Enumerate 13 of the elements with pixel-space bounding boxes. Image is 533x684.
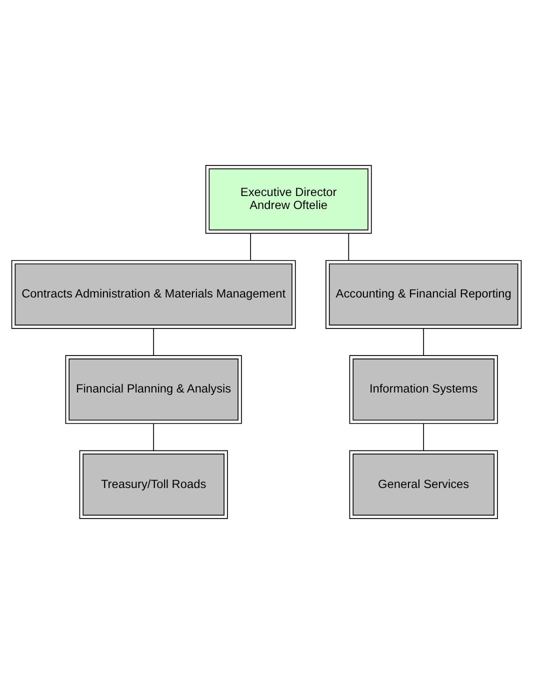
node-box: Executive Director Andrew Oftelie — [205, 164, 372, 234]
node-box: Financial Planning & Analysis — [65, 355, 242, 424]
node-box: Accounting & Financial Reporting — [326, 260, 522, 329]
node-box: Information Systems — [349, 355, 498, 424]
node-box: Contracts Administration & Materials Management — [11, 260, 296, 329]
connector — [423, 328, 424, 356]
node-box: Treasury/Toll Roads — [79, 450, 228, 520]
connector — [153, 328, 154, 356]
connector — [250, 233, 251, 261]
connector — [423, 423, 424, 451]
node-box: General Services — [349, 450, 498, 520]
connector — [348, 233, 350, 261]
connector — [153, 423, 154, 451]
